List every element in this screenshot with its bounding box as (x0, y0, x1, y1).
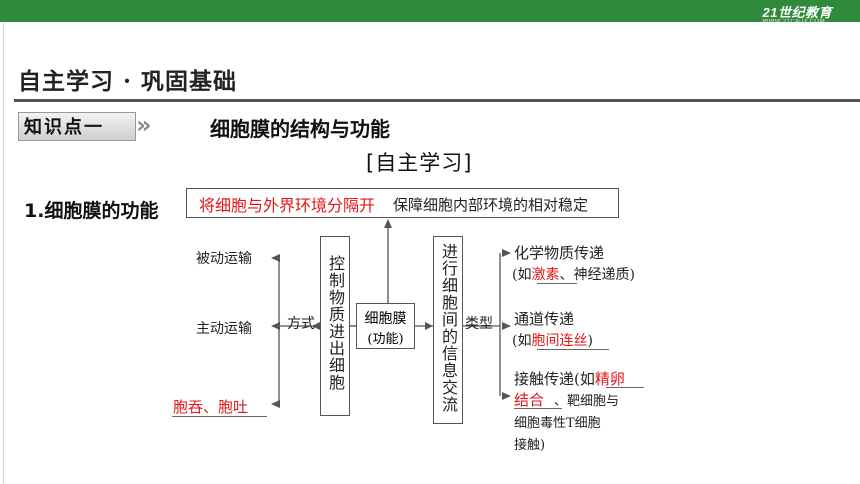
contact-transfer-line2: 结合、靶细胞与 (514, 391, 620, 409)
answer-underline (537, 349, 609, 350)
center-sublabel: (功能) (367, 332, 404, 347)
answer-plasmodesmata: 胞间连丝 (531, 333, 588, 349)
section-heading: [自主学习] (366, 151, 473, 175)
point-1-heading: 1.细胞膜的功能 (24, 200, 159, 222)
answer-underline (606, 387, 644, 388)
channel-transfer-title: 通道传递 (514, 310, 575, 328)
chevron-right-icon: » (136, 111, 152, 139)
active-transport: 主动运输 (196, 321, 252, 337)
left-border (3, 22, 4, 484)
control-transport-label: 控制物质进出细胞 (326, 255, 345, 391)
contact-transfer-title: 接触传递(如精卵 (514, 370, 625, 388)
center-label: 细胞膜 (364, 311, 407, 327)
type-label: 类型 (465, 316, 493, 332)
answer-underline (172, 416, 267, 417)
logo-text: 21世纪教育 (762, 5, 832, 20)
passive-transport: 被动运输 (196, 251, 252, 267)
answer-hormone: 激素 (531, 267, 560, 283)
contact-transfer-line3: 细胞毒性T细胞 (514, 416, 601, 431)
answer-separate: 将细胞与外界环境分隔开 (199, 196, 376, 215)
info-exchange-label: 进行细胞间的信息交流 (439, 243, 458, 413)
top-banner (0, 0, 860, 22)
top-function-box (186, 188, 619, 218)
answer-sperm-egg-b: 结合 (514, 391, 545, 409)
site-logo: 21世纪教育 WWW.21CNJY.COM (763, 2, 832, 25)
page-title: 自主学习 · 巩固基础 (18, 68, 238, 95)
knowledge-point-label: 知识点一 (24, 117, 104, 138)
title-divider (14, 99, 860, 102)
control-transport-box: 控制物质进出细胞 (320, 236, 350, 416)
channel-transfer-example: (如胞间连丝) (512, 333, 593, 349)
chemical-transfer-example: (如激素、神经递质) (512, 267, 635, 283)
logo-url: WWW.21CNJY.COM (762, 19, 826, 25)
mode-label: 方式 (287, 316, 315, 332)
top-function-text: 保障细胞内部环境的相对稳定 (393, 196, 589, 214)
answer-underline (514, 408, 562, 409)
answer-underline (537, 283, 577, 284)
knowledge-point-tag (18, 112, 136, 141)
knowledge-point-title: 细胞膜的结构与功能 (210, 117, 390, 141)
info-exchange-box: 进行细胞间的信息交流 (433, 236, 463, 424)
chemical-transfer-title: 化学物质传递 (514, 244, 605, 262)
answer-endo-exocytosis: 胞吞、胞吐 (173, 398, 249, 416)
answer-sperm-egg-a: 精卵 (594, 370, 625, 388)
contact-transfer-line4: 接触) (514, 438, 546, 453)
center-membrane-box: 细胞膜 (功能) (356, 303, 415, 349)
